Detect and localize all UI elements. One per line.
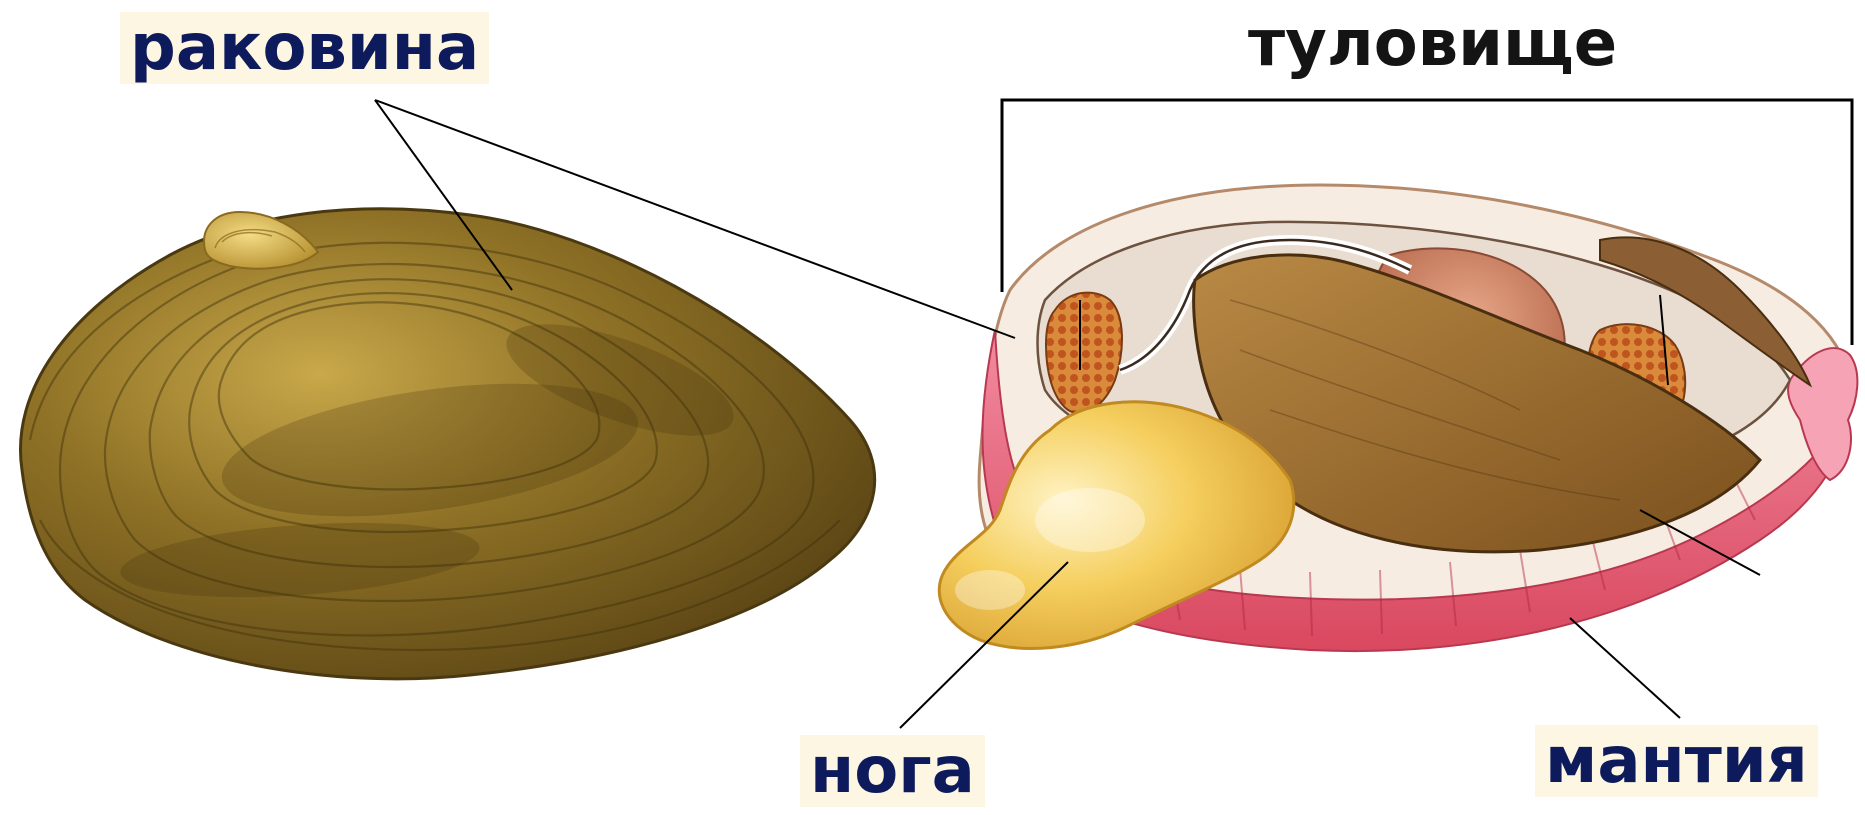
foot-highlight (955, 570, 1025, 610)
label-foot: нога (800, 735, 985, 807)
label-body: туловище (1238, 8, 1627, 80)
foot-highlight (1035, 488, 1145, 552)
label-shell: раковина (120, 12, 489, 84)
leader-mantle (1570, 618, 1680, 718)
label-mantle: мантия (1535, 725, 1818, 797)
opened-mollusc-illustration (939, 185, 1857, 651)
shell-illustration (20, 209, 874, 679)
